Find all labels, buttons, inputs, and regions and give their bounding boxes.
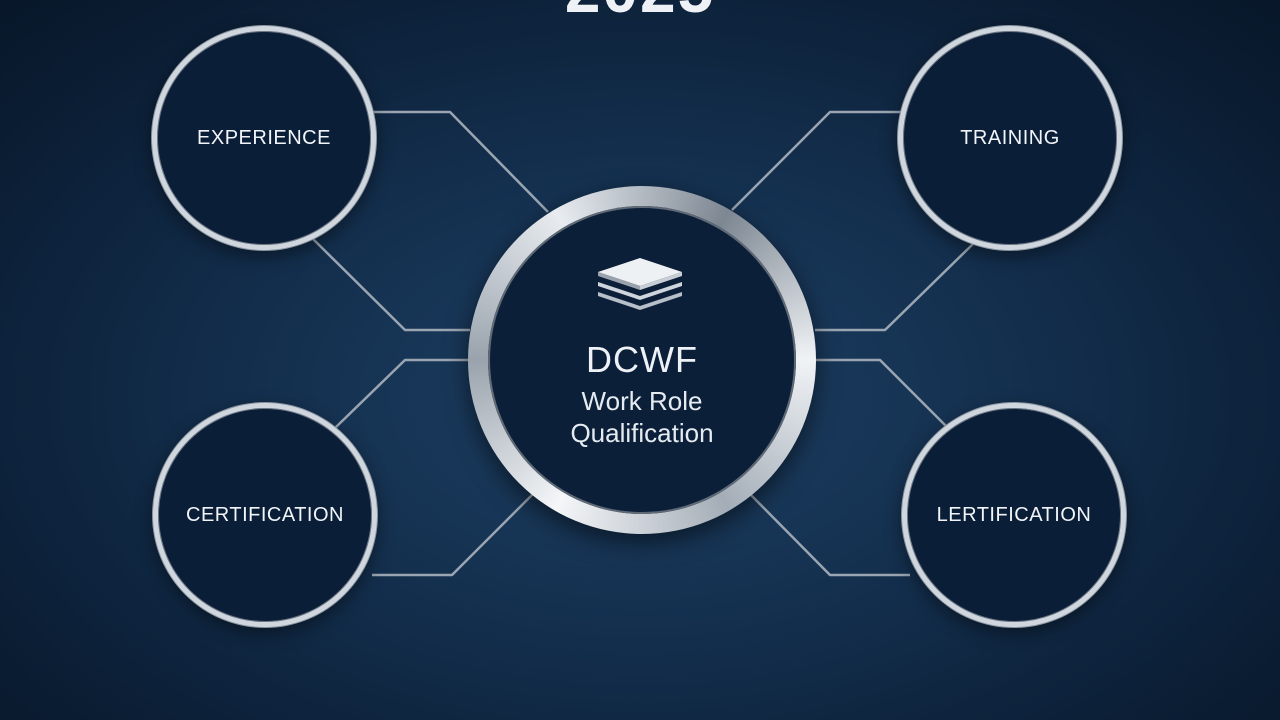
hub-subtitle-line2: Qualification [570,418,714,448]
node-training: TRAINING [898,26,1122,250]
node-lertification: LERTIFICATION [902,403,1126,627]
node-label: TRAINING [960,126,1060,149]
hub-title: DCWF [586,339,698,380]
connector-bottom-left-lower [372,491,536,577]
connector-top-right-lower [815,241,976,332]
year-title: 2025 [0,0,1280,22]
node-label: LERTIFICATION [936,503,1092,526]
connector-bottom-right-upper [815,358,949,429]
connector-top-right-upper [731,110,910,211]
node-label: CERTIFICATION [186,503,344,526]
connector-bottom-left-upper [334,358,470,429]
connector-top-left-upper [370,110,549,213]
hub-subtitle-line1: Work Role [581,386,703,416]
stack-icon [598,258,682,310]
connector-bottom-right-lower [747,491,910,577]
node-label: EXPERIENCE [197,126,331,149]
hub-circle [488,206,796,514]
node-experience: EXPERIENCE [152,26,376,250]
connector-top-left-lower [309,235,470,332]
node-certification: CERTIFICATION [153,403,377,627]
